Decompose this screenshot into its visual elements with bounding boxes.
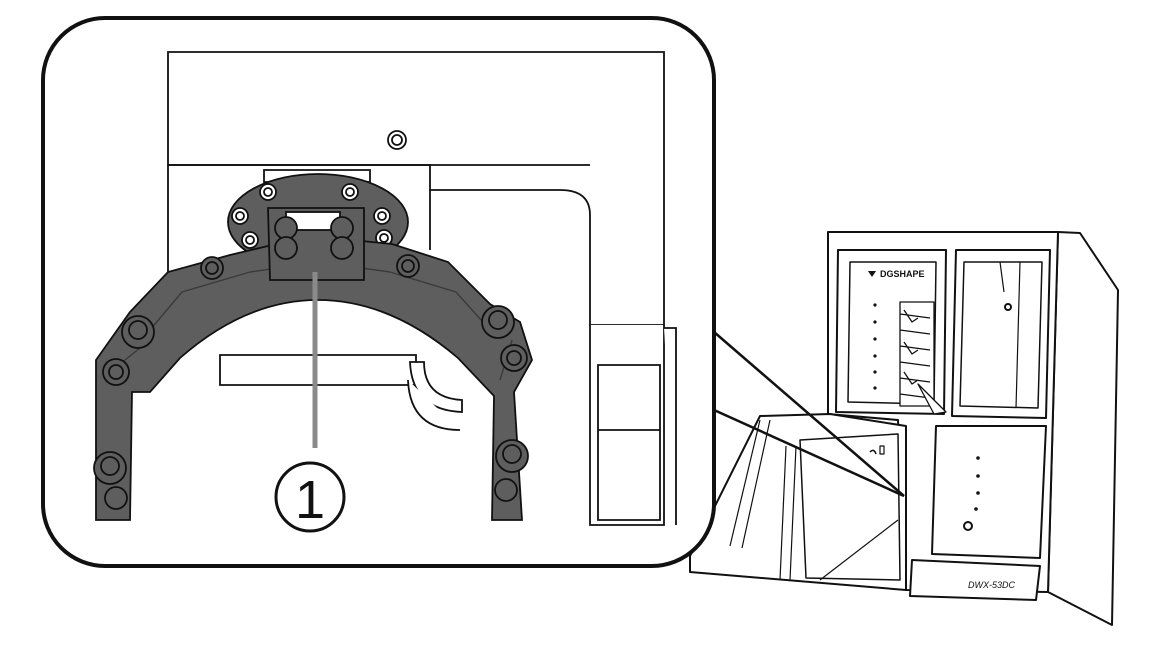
status-leds [974,456,980,511]
zoom-panel: 1 [41,16,716,568]
power-button-icon [963,521,973,531]
spindle-housing [167,51,677,526]
left-indicators [873,303,877,390]
clamp-bolts [93,254,529,510]
milling-machine: DWX-53DC DGSHAPE [689,231,1119,626]
brand-logo-icon [868,271,876,277]
adapter-clamp [93,207,533,521]
model-label: DWX-53DC [968,580,1016,590]
machine-side-panel [1047,231,1119,626]
lower-drawer [909,559,1041,601]
tool-rack [899,301,947,415]
upper-right-door-glass [959,261,1043,409]
clamp-body [95,235,533,521]
callout-number: 1 [295,470,325,530]
callout-marker: 1 [274,461,346,533]
control-panel [931,425,1047,559]
callout-pointer [713,331,905,498]
knob-icon [1004,303,1012,311]
brand-label: DGSHAPE [880,269,925,279]
